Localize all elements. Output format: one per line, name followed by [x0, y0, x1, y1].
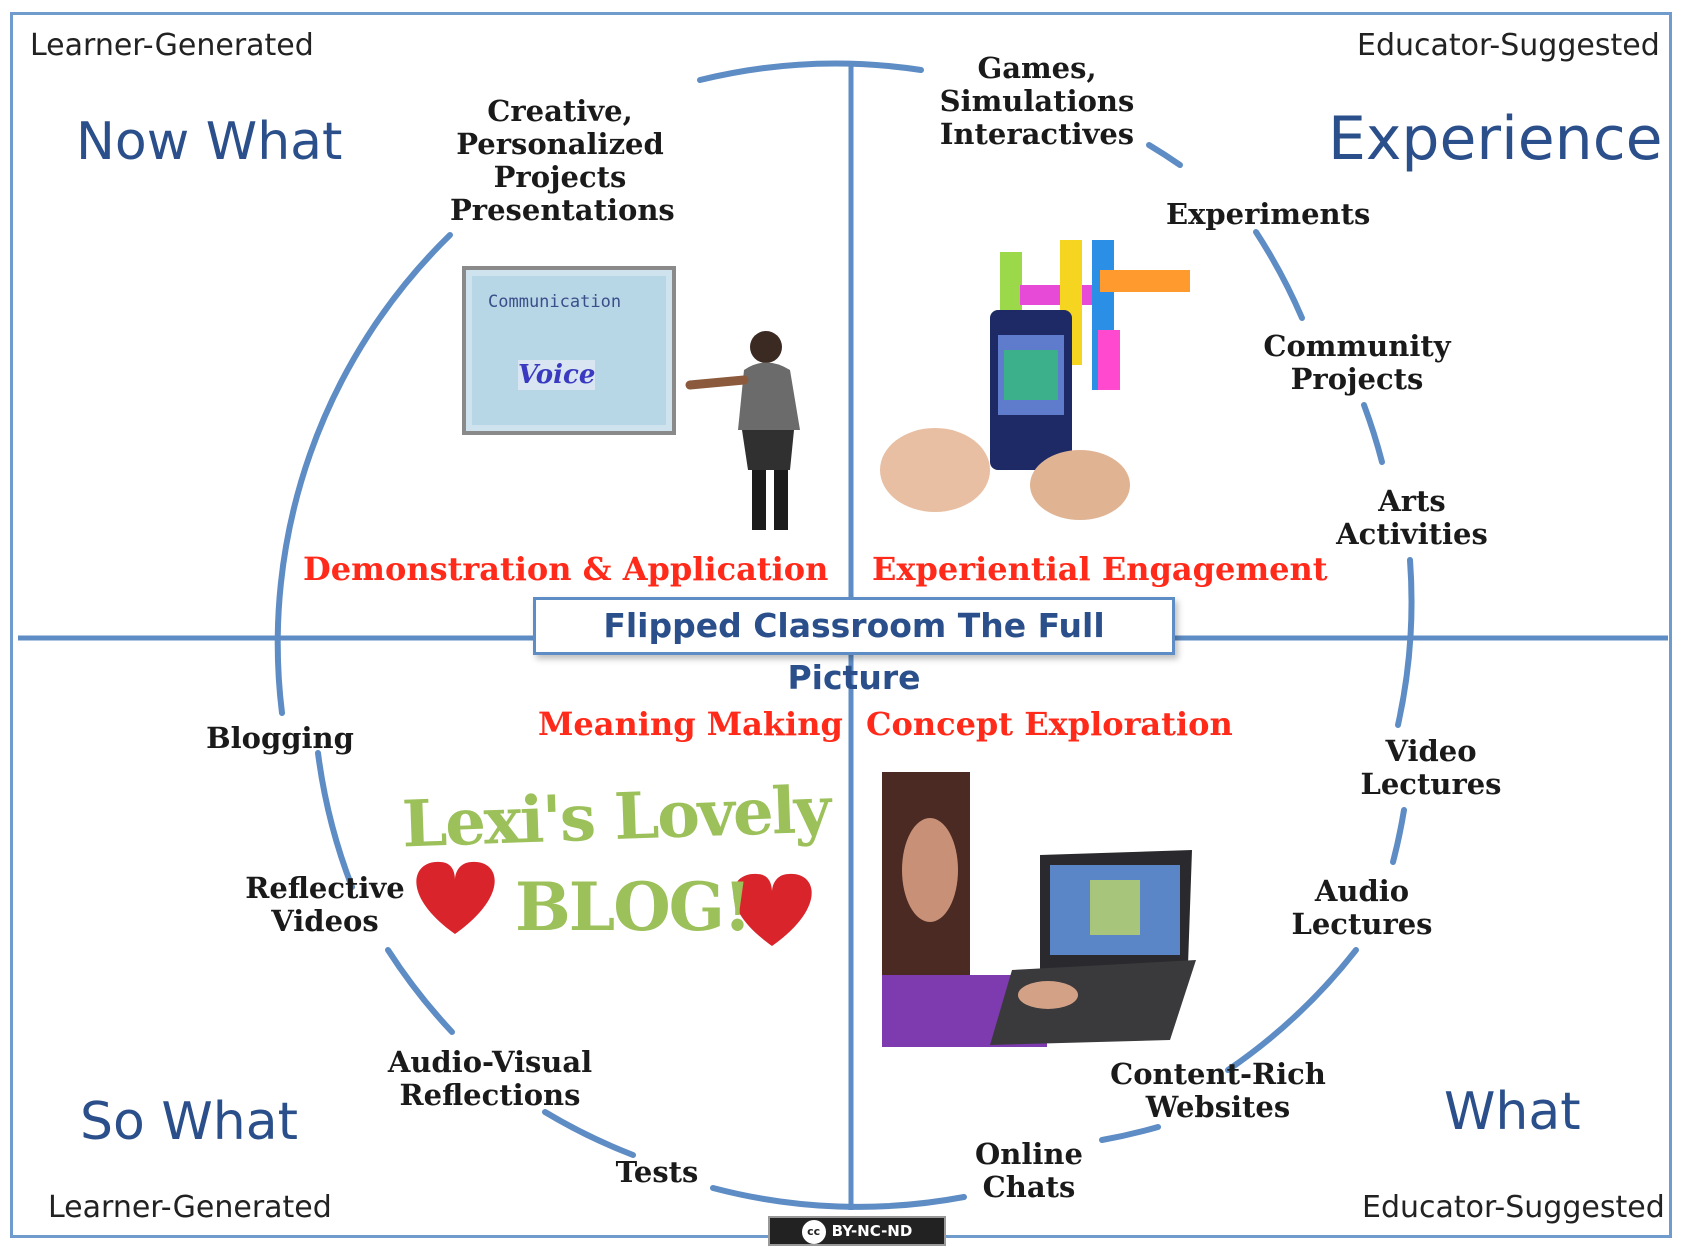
- creative-commons-icon: cc: [801, 1219, 826, 1244]
- phase-label-experiential: Experiential Engagement: [872, 550, 1328, 588]
- activity-audio-visual-reflections: Audio-Visual Reflections: [387, 1045, 593, 1112]
- activity-community-projects: Community Projects: [1263, 329, 1451, 396]
- activity-video-lectures: Video Lectures: [1360, 734, 1502, 801]
- corner-label-top-right: Educator-Suggested: [1357, 28, 1660, 63]
- license-text: BY-NC-ND: [831, 1222, 913, 1240]
- corner-label-top-left: Learner-Generated: [30, 28, 314, 63]
- blog-sign-line1: Lexi's Lovely: [400, 772, 831, 863]
- activity-blogging: Blogging: [206, 721, 354, 755]
- phase-label-meaning-making: Meaning Making: [538, 705, 843, 743]
- quadrant-title-so-what: So What: [80, 1092, 298, 1152]
- word-cloud-voice: Voice: [518, 360, 596, 390]
- activity-content-rich-websites: Content-Rich Websites: [1110, 1057, 1326, 1124]
- activity-games-simulations: Games, Simulations Interactives: [939, 51, 1135, 151]
- phase-label-concept-exploration: Concept Exploration: [866, 705, 1233, 743]
- phone-photo: [880, 240, 1190, 520]
- cycle-circle: [274, 60, 1415, 1210]
- blog-sign: [416, 861, 812, 946]
- phase-label-demonstration: Demonstration & Application: [303, 550, 829, 588]
- activity-arts-activities: Arts Activities: [1336, 484, 1488, 551]
- laptop-photo: [882, 772, 1196, 1047]
- corner-label-bottom-left: Learner-Generated: [48, 1190, 332, 1225]
- activity-reflective-videos: Reflective Videos: [245, 871, 405, 938]
- heart-right-icon: [733, 873, 812, 946]
- blog-sign-line2: BLOG!: [515, 868, 752, 946]
- quadrant-title-what: What: [1444, 1082, 1581, 1142]
- corner-label-bottom-right: Educator-Suggested: [1362, 1190, 1665, 1225]
- quadrant-title-experience: Experience: [1328, 104, 1663, 174]
- heart-left-icon: [416, 861, 495, 934]
- quadrant-title-now-what: Now What: [76, 112, 343, 172]
- activity-online-chats: Online Chats: [975, 1137, 1083, 1204]
- diagram-title: Flipped Classroom The Full Picture: [533, 597, 1175, 697]
- activity-tests: Tests: [615, 1155, 699, 1189]
- activity-audio-lectures: Audio Lectures: [1291, 874, 1433, 941]
- license-badge[interactable]: cc BY-NC-ND: [768, 1216, 946, 1246]
- activity-creative-projects: Creative, Personalized Projects Presenta…: [450, 94, 675, 227]
- presentation-photo: [462, 266, 800, 530]
- activity-experiments: Experiments: [1166, 197, 1371, 231]
- word-cloud-text: Communication: [488, 292, 622, 312]
